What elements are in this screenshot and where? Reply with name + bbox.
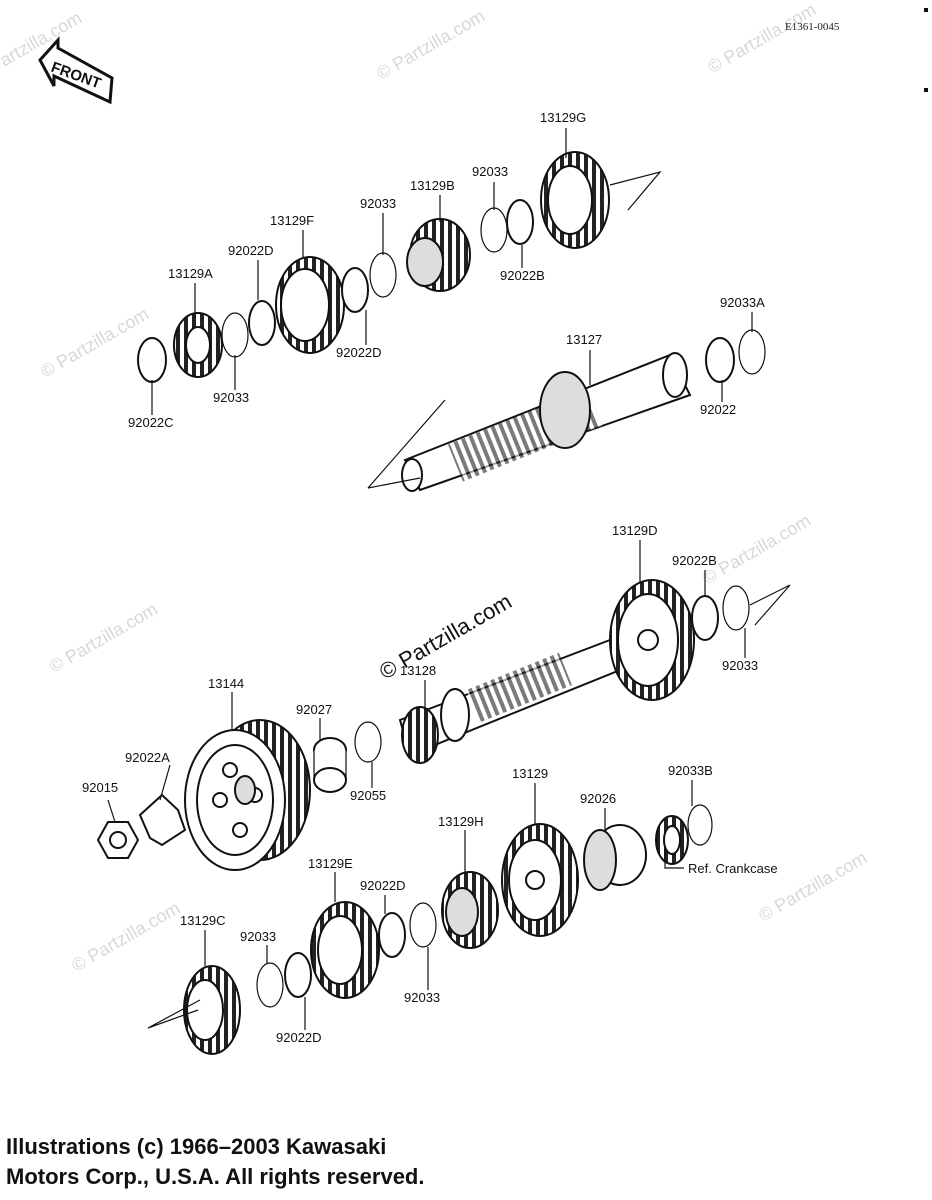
axis-line <box>367 399 446 489</box>
part-label-92033: 92033 <box>360 196 396 211</box>
part-label-92022: 92022 <box>700 402 736 417</box>
axis-line <box>367 477 421 489</box>
diagram-code: E1361-0045 <box>785 21 840 33</box>
collar-92027 <box>313 737 347 793</box>
circlip-92033 <box>256 962 284 1008</box>
part-label-92033a: 92033A <box>720 295 765 310</box>
axis-line <box>147 999 201 1029</box>
watermark: © Partzilla.com <box>755 847 870 925</box>
copyright-line-2: Motors Corp., U.S.A. All rights reserved… <box>6 1164 425 1189</box>
copyright-line-1: Illustrations (c) 1966–2003 Kawasaki <box>6 1134 387 1159</box>
part-label-13129d: 13129D <box>612 523 658 538</box>
part-label-13129c: 13129C <box>180 913 226 928</box>
part-label-92033: 92033 <box>722 658 758 673</box>
part-label-92022b: 92022B <box>672 553 717 568</box>
corner-mark <box>924 88 928 92</box>
circlip-92033 <box>369 252 397 298</box>
part-label-13129h: 13129H <box>438 814 484 829</box>
circlip-92033 <box>221 312 249 358</box>
part-label-13127: 13127 <box>566 332 602 347</box>
gear-13129h <box>441 871 499 949</box>
nut-92015 <box>96 821 140 859</box>
part-label-13129: 13129 <box>512 766 548 781</box>
circlip-92033a <box>738 329 766 375</box>
part-label-92033: 92033 <box>240 929 276 944</box>
part-label-92022d: 92022D <box>360 878 406 893</box>
circlip-92033 <box>409 902 437 948</box>
corner-mark <box>924 8 928 12</box>
part-label-13129a: 13129A <box>168 266 213 281</box>
reference-note: Ref. Crankcase <box>688 861 778 876</box>
part-label-13129g: 13129G <box>540 110 586 125</box>
watermark: © Partzilla.com <box>46 599 161 677</box>
part-label-13129e: 13129E <box>308 856 353 871</box>
part-label-92033: 92033 <box>404 990 440 1005</box>
lockwasher-92022a <box>138 793 187 847</box>
part-label-13144: 13144 <box>208 676 244 691</box>
part-label-92055: 92055 <box>350 788 386 803</box>
part-label-13129f: 13129F <box>270 213 314 228</box>
gear-13129c <box>183 965 241 1055</box>
ref-leader <box>664 848 684 869</box>
part-labels: 13129G 92033 13129B 92033 13129F 92022D … <box>82 110 778 1045</box>
drive-shaft-13128 <box>398 638 622 764</box>
gear-13129 <box>501 823 579 937</box>
washer-92022d <box>284 952 312 998</box>
part-label-92022a: 92022A <box>125 750 170 765</box>
watermark: © Partzilla.com <box>373 6 488 84</box>
part-label-92022d: 92022D <box>228 243 274 258</box>
circlip-92033 <box>480 207 508 253</box>
circlip-92033 <box>722 585 750 631</box>
part-label-92033b: 92033B <box>668 763 713 778</box>
watermark: © Partzilla.com <box>68 898 183 976</box>
needle-bearing <box>655 815 689 865</box>
output-shaft-13127 <box>401 352 692 492</box>
part-label-92033: 92033 <box>213 390 249 405</box>
gear-13129b <box>406 218 471 292</box>
part-label-13129b: 13129B <box>410 178 455 193</box>
copyright-notice: Illustrations (c) 1966–2003 Kawasaki Mot… <box>6 1132 424 1192</box>
washer-92022d <box>378 912 406 958</box>
part-label-92027: 92027 <box>296 702 332 717</box>
part-label-92026: 92026 <box>580 791 616 806</box>
gear-13129f <box>275 256 345 354</box>
front-arrow-icon: FRONT <box>38 36 114 105</box>
gear-13129d <box>609 579 695 701</box>
part-label-92022c: 92022C <box>128 415 174 430</box>
washer-92022c <box>137 337 167 383</box>
axis-line <box>609 170 662 211</box>
sprocket-13144 <box>184 719 311 871</box>
part-label-92022b: 92022B <box>500 268 545 283</box>
gear-13129a <box>173 312 223 378</box>
washer-92022 <box>705 337 735 383</box>
part-label-13128: 13128 <box>400 663 436 678</box>
axis-line <box>749 584 791 626</box>
watermark: © Partzilla.com <box>37 304 152 382</box>
gear-13129e <box>310 901 380 999</box>
washer-92022b <box>506 199 534 245</box>
watermark: © Partzilla.com <box>704 0 819 77</box>
gear-13129g <box>540 151 610 249</box>
part-label-92022d: 92022D <box>336 345 382 360</box>
part-label-92033: 92033 <box>472 164 508 179</box>
leader-lines <box>107 128 753 1030</box>
part-label-92015: 92015 <box>82 780 118 795</box>
watermark: © Partzilla.com <box>699 510 814 588</box>
washer-92022d <box>248 300 276 346</box>
washer-92022d <box>341 267 369 313</box>
bearing-92026 <box>583 824 647 891</box>
circlip-92033b <box>687 804 713 846</box>
washer-92022b <box>691 595 719 641</box>
watermark-center: © Partzilla.com <box>375 589 516 685</box>
oring-92055 <box>354 721 382 763</box>
part-label-92022d: 92022D <box>276 1030 322 1045</box>
